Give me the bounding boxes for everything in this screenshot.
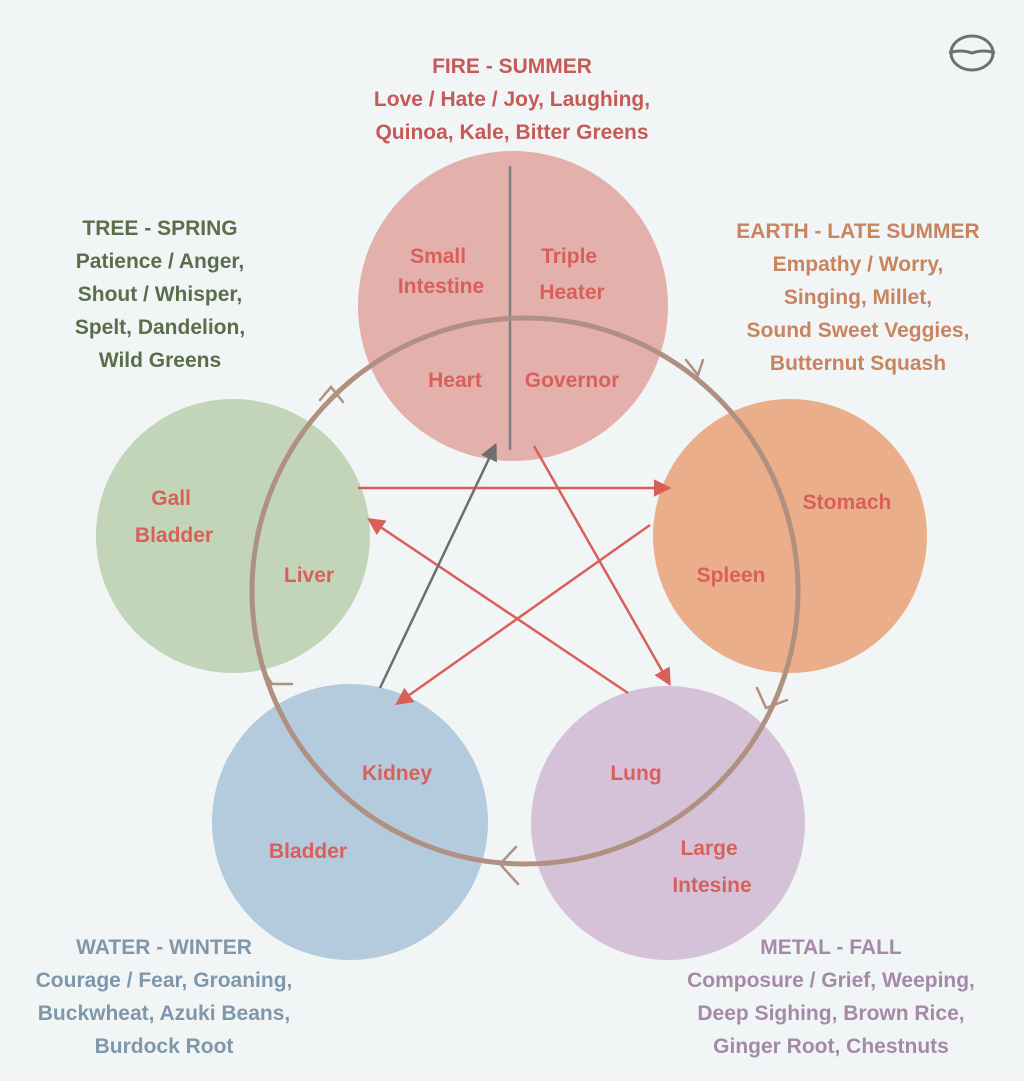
organ-lung: Lung	[610, 762, 661, 785]
organ-triple-heater-line1: Triple	[541, 245, 597, 268]
arrow-metal-to-tree	[367, 518, 629, 695]
earth-title: EARTH - LATE SUMMER	[736, 220, 980, 243]
organ-kidney: Kidney	[362, 762, 432, 785]
cycle-chevron-tree-fire	[318, 385, 345, 404]
organ-stomach: Stomach	[803, 491, 892, 514]
cycle-chevron-fire-earth	[684, 358, 705, 378]
tree-line-2: Shout / Whisper,	[77, 283, 243, 306]
tree-line-1: Patience / Anger,	[75, 250, 245, 273]
earth-line-3: Sound Sweet Veggies,	[746, 319, 970, 342]
fire-line-1: Love / Hate / Joy, Laughing,	[373, 88, 651, 111]
metal-line-3: Ginger Root, Chestnuts	[713, 1035, 949, 1058]
tree-line-3: Spelt, Dandelion,	[74, 316, 246, 339]
water-title: WATER - WINTER	[76, 936, 252, 959]
arrow-earth-to-water	[395, 523, 651, 706]
cycle-chevron-water-tree	[260, 666, 294, 686]
tree-title: TREE - SPRING	[82, 217, 238, 240]
organ-gall-bladder-line2: Bladder	[135, 524, 213, 547]
cycle-chevron-earth-metal	[755, 686, 789, 710]
water-circle	[212, 684, 488, 960]
control-cycle-arrows	[358, 442, 672, 706]
cycle-direction-markers	[260, 358, 789, 886]
generating-cycle-ring	[249, 315, 801, 867]
organ-large-intestine-line1: Large	[680, 837, 737, 860]
organ-large-intestine-line2: Intesine	[672, 874, 751, 897]
metal-caption: METAL - FALL Composure / Grief, Weeping,…	[666, 931, 996, 1063]
organ-triple-heater-line2: Heater	[539, 281, 604, 304]
arrow-water-to-fire	[378, 442, 497, 689]
fire-line-2: Quinoa, Kale, Bitter Greens	[375, 121, 649, 144]
water-caption: WATER - WINTER Courage / Fear, Groaning,…	[14, 931, 314, 1063]
earth-line-1: Empathy / Worry,	[772, 253, 944, 276]
fire-caption: FIRE - SUMMER Love / Hate / Joy, Laughin…	[312, 50, 712, 149]
organ-governor: Governor	[525, 369, 620, 392]
tree-line-4: Wild Greens	[98, 349, 222, 372]
earth-caption: EARTH - LATE SUMMER Empathy / Worry, Sin…	[708, 215, 1008, 380]
cycle-chevron-metal-water	[498, 845, 520, 886]
organ-triple-heater: Triple Heater	[539, 245, 604, 304]
organ-liver: Liver	[284, 564, 334, 587]
tree-circle	[96, 399, 370, 673]
organ-small-intestine-line1: Small	[410, 245, 466, 268]
tree-caption: TREE - SPRING Patience / Anger, Shout / …	[40, 212, 280, 377]
water-line-1: Courage / Fear, Groaning,	[35, 969, 293, 992]
organ-gall-bladder: Gall Bladder	[135, 487, 213, 547]
organ-heart: Heart	[428, 369, 482, 392]
metal-line-2: Deep Sighing, Brown Rice,	[697, 1002, 965, 1025]
organ-spleen: Spleen	[697, 564, 766, 587]
fire-circle	[358, 151, 668, 461]
earth-line-2: Singing, Millet,	[783, 286, 933, 309]
water-line-2: Buckwheat, Azuki Beans,	[37, 1002, 291, 1025]
organ-bladder: Bladder	[269, 840, 347, 863]
organ-labels: Small Intestine Triple Heater Heart Gove…	[135, 245, 891, 897]
earth-line-4: Butternut Squash	[769, 352, 947, 375]
metal-title: METAL - FALL	[760, 936, 902, 959]
fire-title: FIRE - SUMMER	[432, 55, 592, 78]
water-line-3: Burdock Root	[94, 1035, 234, 1058]
organ-small-intestine: Small Intestine	[398, 245, 484, 298]
lips-logo-icon	[948, 34, 996, 72]
arrow-fire-to-metal	[532, 445, 671, 687]
organ-gall-bladder-line1: Gall	[151, 487, 191, 510]
metal-line-1: Composure / Grief, Weeping,	[687, 969, 975, 992]
organ-small-intestine-line2: Intestine	[398, 275, 484, 298]
organ-large-intestine: Large Intesine	[672, 837, 751, 897]
